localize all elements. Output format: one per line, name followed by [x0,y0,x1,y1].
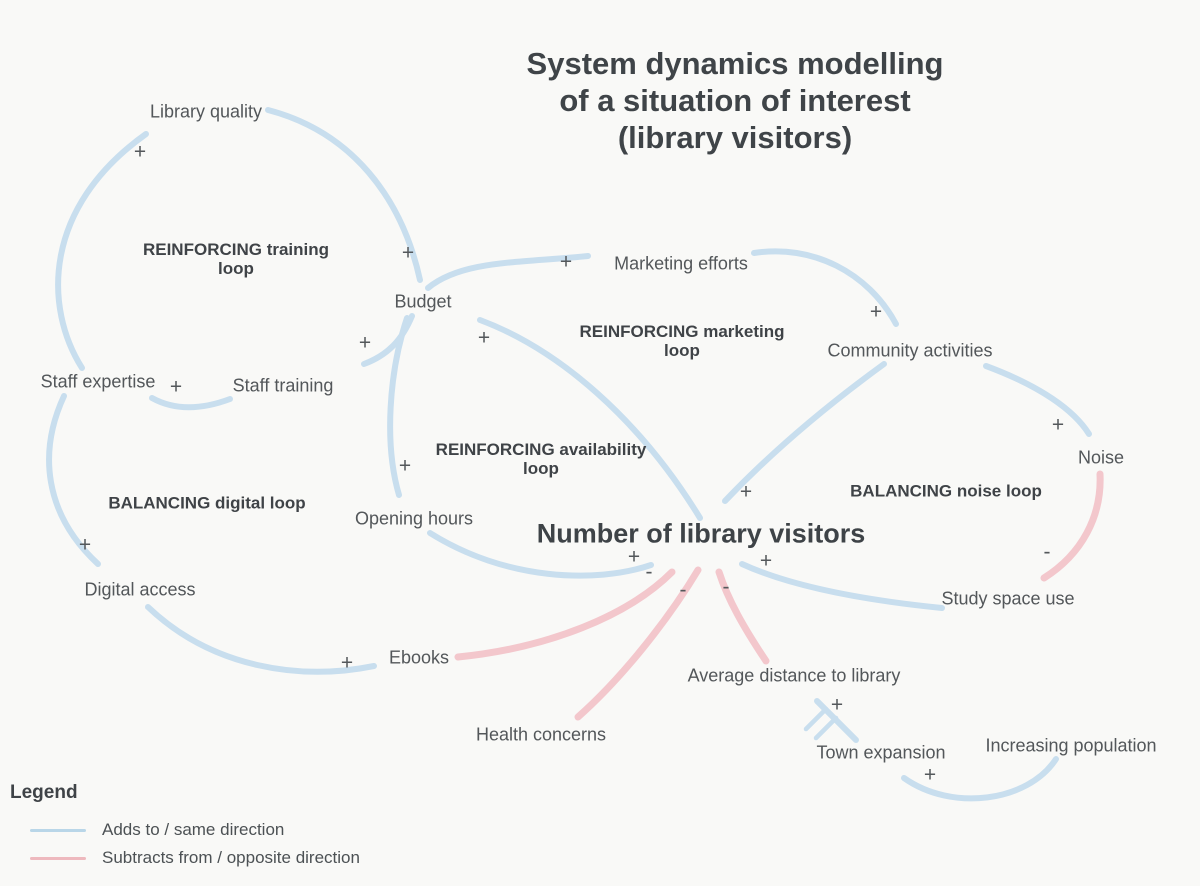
polarity-sign: + [340,651,354,675]
node-staff-expertise: Staff expertise [40,371,156,392]
node-study-space-use: Study space use [941,588,1075,609]
node-staff-training: Staff training [232,375,334,396]
arrow-staff-expertise-to-digital-access [46,393,101,567]
node-community-activities: Community activities [827,340,993,361]
node-average-distance-to-library: Average distance to library [687,665,901,686]
delay-mark-line-1 [803,706,829,732]
arrow-community-activities-to-noise [983,363,1092,437]
polarity-sign: + [78,533,92,557]
node-increasing-population: Increasing population [985,735,1157,756]
polarity-sign: + [398,454,412,478]
legend-row-positive: Adds to / same direction [10,816,360,844]
node-budget: Budget [394,291,452,312]
loop-label-balancing-noise: BALANCING noise loop [850,481,1042,501]
polarity-sign: - [645,560,653,584]
arrow-community-activities-to-number-of-visitors [722,361,887,504]
negative-link-swatch [30,856,86,860]
node-noise: Noise [1077,447,1125,468]
title-line-2: of a situation of interest [559,83,911,118]
arrow-digital-access-to-ebooks [145,604,377,675]
polarity-sign: + [759,549,773,573]
node-health-concerns: Health concerns [475,724,607,745]
legend-label-positive: Adds to / same direction [102,820,285,839]
legend-heading: Legend [10,782,78,803]
node-ebooks: Ebooks [388,647,450,668]
polarity-sign: + [1051,413,1065,437]
polarity-sign: + [830,693,844,717]
node-opening-hours: Opening hours [354,508,474,529]
arrow-budget-to-opening-hours [387,315,410,498]
arrow-library-quality-to-budget [265,107,423,283]
arrow-budget-to-staff-training [361,313,415,367]
loop-label-reinforcing-marketing: REINFORCING marketing loop [579,322,785,360]
polarity-sign: - [679,578,687,602]
polarity-sign: + [739,480,753,504]
arrow-health-concerns-to-number-of-visitors [574,566,702,721]
polarity-sign: - [1043,540,1051,564]
node-number-of-library-visitors: Number of library visitors [536,518,866,549]
node-digital-access: Digital access [84,579,196,600]
arrow-staff-expertise-to-library-quality [55,131,149,371]
legend-label-negative: Subtracts from / opposite direction [102,848,360,867]
polarity-sign: - [722,575,730,599]
arrow-budget-to-marketing-efforts [425,253,591,291]
legend-row-negative: Subtracts from / opposite direction [10,844,360,872]
node-marketing-efforts: Marketing efforts [614,253,748,274]
polarity-sign: + [169,375,183,399]
polarity-sign: + [477,326,491,350]
positive-link-swatch [30,828,86,832]
delay-mark-line-2 [813,715,839,741]
loop-label-reinforcing-training: REINFORCING training loop [142,240,330,278]
arrow-increasing-population-to-town-expansion [901,756,1059,802]
node-town-expansion: Town expansion [816,742,946,763]
polarity-sign: + [358,331,372,355]
title-line-3: (library visitors) [617,120,853,155]
arrow-ebooks-to-number-of-visitors [454,568,676,661]
arrow-noise-to-study-space-use [1040,470,1104,582]
arrow-marketing-efforts-to-community-activities [751,248,899,327]
loop-label-balancing-digital: BALANCING digital loop [108,493,306,513]
legend: Legend Adds to / same direction Subtract… [10,782,360,872]
arrow-study-space-use-to-number-of-visitors [739,561,945,611]
arrow-average-distance-to-number-of-visitors [715,568,770,665]
polarity-sign: + [133,140,147,164]
arrow-staff-training-to-staff-expertise [149,395,233,411]
arrow-number-of-visitors-to-budget [477,317,703,521]
node-library-quality: Library quality [149,101,263,122]
polarity-sign: + [869,300,883,324]
polarity-sign: + [923,763,937,787]
loop-label-reinforcing-availability: REINFORCING availability loop [435,440,647,478]
arrow-opening-hours-to-number-of-visitors [427,530,654,579]
polarity-sign: + [627,545,641,569]
title-line-1: System dynamics modelling [526,46,944,81]
polarity-sign: + [559,250,573,274]
page-title: System dynamics modelling of a situation… [527,45,944,156]
polarity-sign: + [401,241,415,265]
